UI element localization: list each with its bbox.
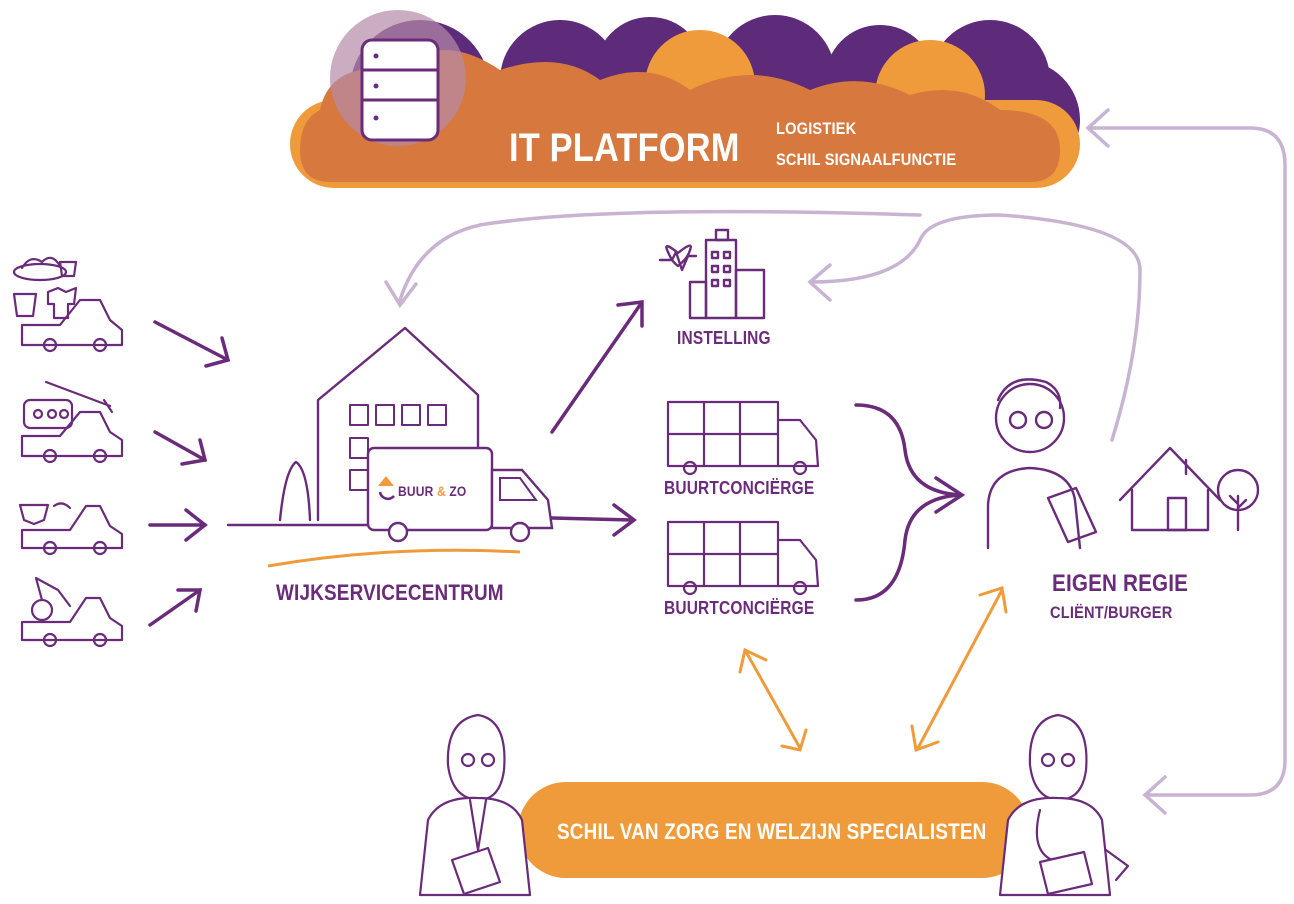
van-1: [20, 298, 124, 353]
truck-brand-ampersand: &: [436, 483, 446, 499]
truck-icon-concierge-1: [666, 400, 820, 476]
doctor-icon-right: [998, 713, 1130, 897]
merge-arrow: [854, 403, 966, 602]
schil-banner: [518, 782, 1030, 878]
truck-brand: BUUR & ZO: [398, 483, 466, 499]
house-icon: [1118, 446, 1222, 532]
platform-item-signaalfunctie: SCHIL SIGNAALFUNCTIE: [776, 150, 957, 169]
it-platform-cloud: [290, 10, 1080, 188]
van-3: [20, 504, 124, 556]
label-schil: SCHIL VAN ZORG EN WELZIJN SPECIALISTEN: [557, 819, 987, 844]
label-buurtconcierge-2: BUURTCONCIËRGE: [664, 598, 815, 618]
label-wijkservicecentrum: WIJKSERVICECENTRUM: [276, 580, 504, 605]
building-icon: [226, 326, 480, 527]
hospital-icon: [658, 228, 766, 320]
ground-line: [267, 548, 521, 568]
label-eigen-regie: EIGEN REGIE: [1052, 570, 1189, 597]
platform-item-logistiek: LOGISTIEK: [776, 119, 857, 138]
outbound-arrows: [550, 300, 644, 537]
orange-arrows: [738, 586, 1008, 753]
tree-icon: [1216, 468, 1260, 532]
diaper-icon: [18, 502, 72, 526]
doctor-icon-left: [418, 713, 532, 897]
label-instelling: INSTELLING: [677, 328, 771, 348]
platform-title: IT PLATFORM: [509, 126, 740, 170]
medication-icon: [22, 380, 114, 430]
truck-icon-concierge-2: [666, 520, 820, 596]
van-4: [20, 596, 124, 648]
truck-brand-left: BUUR: [398, 483, 434, 499]
laundry-icon: [12, 286, 78, 320]
patient-icon: [986, 378, 1098, 550]
database-icon: [360, 38, 440, 142]
truck-brand-right: ZO: [449, 483, 467, 499]
walker-icon: [30, 576, 72, 622]
label-client-burger: CLIËNT/BURGER: [1050, 603, 1173, 622]
feedback-arrows: [384, 108, 1287, 815]
label-buurtconcierge-1: BUURTCONCIËRGE: [664, 478, 815, 498]
food-icon: [12, 256, 78, 282]
truck-icon: [366, 446, 554, 543]
inbound-arrows: [148, 320, 231, 627]
van-2: [20, 410, 124, 464]
